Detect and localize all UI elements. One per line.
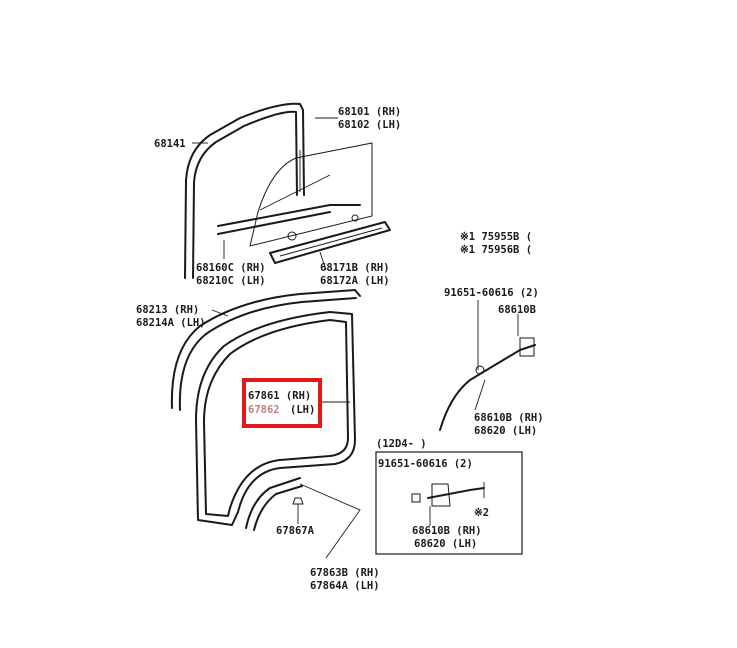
label-68620-mid: 68620 (LH): [474, 425, 537, 437]
label-67862-highlighted: 67862: [248, 404, 280, 416]
label-note2: ※2: [474, 507, 489, 519]
label-68160c: 68160C (RH): [196, 262, 266, 274]
label-68172a: 68172A (LH): [320, 275, 390, 287]
label-68102: 68102 (LH): [338, 119, 401, 131]
glass-run-68171b: [269, 214, 391, 264]
door-weatherstrip-67861: [195, 311, 356, 526]
label-68171b: 68171B (RH): [320, 262, 390, 274]
label-67861: 67861 (RH): [248, 390, 311, 402]
label-inset-date: (12D4- ): [376, 438, 427, 450]
label-68141: 68141: [154, 138, 186, 150]
label-67864a: 67864A (LH): [310, 580, 380, 592]
part-labels: 68141 68101 (RH) 68102 (LH) 68160C (RH) …: [136, 106, 544, 592]
label-68210c: 68210C (LH): [196, 275, 266, 287]
label-68620-inset: 68620 (LH): [414, 538, 477, 550]
label-68610b-inset: 68610B (RH): [412, 525, 482, 537]
label-75956b: ※1 75956B (: [460, 244, 532, 256]
weatherstrip-68160c: [217, 174, 361, 235]
label-68101: 68101 (RH): [338, 106, 401, 118]
weatherstrip-68213: [170, 289, 361, 411]
label-91651-inset: 91651-60616 (2): [378, 458, 473, 470]
highlight-box: [242, 378, 322, 428]
run-channel-68141: [184, 102, 305, 279]
label-67862-side: (LH): [290, 404, 315, 416]
inset-box: [375, 451, 523, 555]
label-67863b: 67863B (RH): [310, 567, 380, 579]
label-91651-top: 91651-60616 (2): [444, 287, 539, 299]
label-67867a: 67867A: [276, 525, 315, 537]
clip-67867a: [292, 497, 304, 520]
label-68610b-mid: 68610B (RH): [474, 412, 544, 424]
label-68213: 68213 (RH): [136, 304, 199, 316]
door-glass: [249, 142, 373, 247]
weatherstrip-67863b: [245, 477, 303, 531]
label-68214a: 68214A (LH): [136, 317, 206, 329]
label-68610b-top: 68610B: [498, 304, 536, 316]
leader-lines: [192, 117, 361, 559]
label-75955b: ※1 75955B (: [460, 231, 532, 243]
door-check-assembly: [439, 300, 536, 431]
